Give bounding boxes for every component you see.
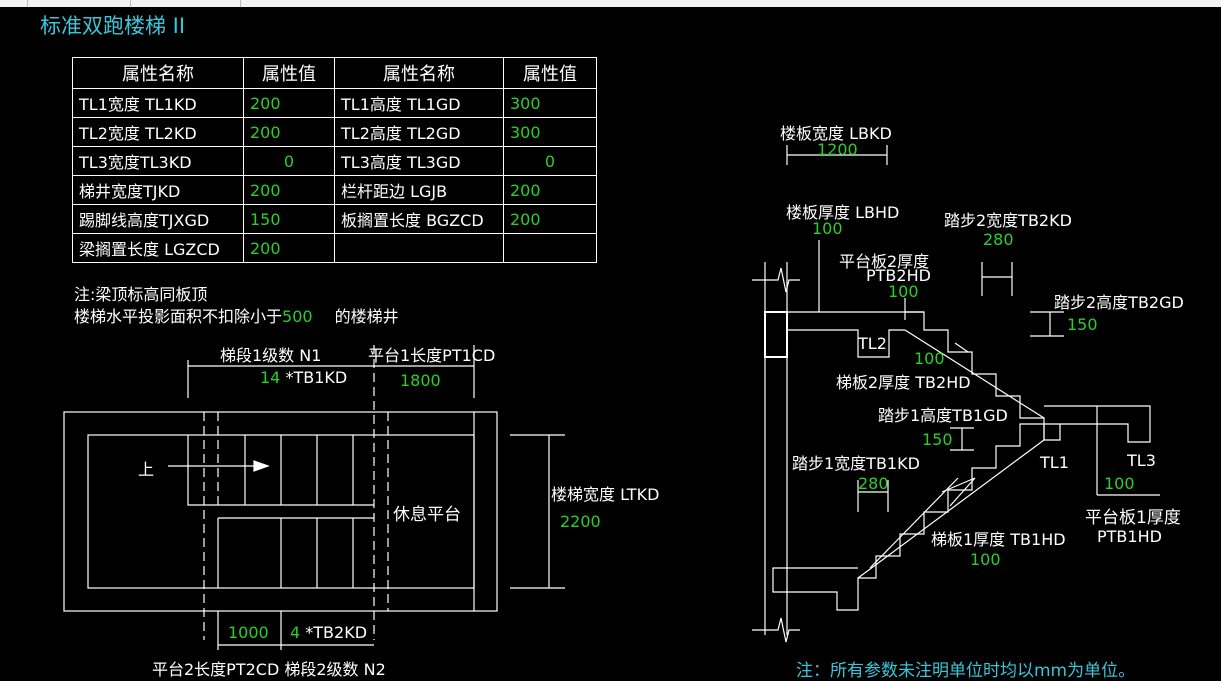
width-value[interactable]: 2200 — [560, 512, 601, 531]
table-row: 踢脚线高度TJXGD 150 板搁置长度 BGZCD 200 — [72, 204, 597, 234]
prop-value[interactable]: 200 — [243, 88, 335, 118]
note-beam-top: 注:梁顶标高同板顶 — [74, 285, 208, 304]
prop-name: 栏杆距边 LGJB — [334, 175, 504, 205]
note-projection-suffix: 的楼梯井 — [334, 307, 399, 326]
prop-name: TL2宽度 TL2KD — [72, 117, 244, 147]
tl3-label: TL3 — [1127, 451, 1156, 470]
n1-label: 梯段1级数 N1 — [220, 346, 322, 365]
upper-platform-bottom-tl2 — [787, 329, 905, 358]
prop-name: TL3宽度TL3KD — [72, 146, 244, 176]
tl1-label: TL1 — [1040, 453, 1069, 472]
flight2-soffit — [904, 329, 1045, 419]
prop-name: TL2高度 TL2GD — [334, 117, 504, 147]
flight1-outline — [187, 435, 374, 506]
n2-value[interactable]: 4 — [290, 623, 301, 642]
prop-value[interactable] — [503, 233, 597, 263]
pt1-label: 平台1长度PT1CD — [368, 346, 496, 365]
n2-unit: *TB2KD — [305, 623, 368, 642]
flight1-steps — [772, 423, 1044, 611]
n1-expr: 14 *TB1KD — [260, 368, 347, 387]
slab-end-block — [764, 311, 788, 358]
leader-tb2hd — [954, 342, 969, 353]
property-table: 属性名称 属性值 属性名称 属性值 TL1宽度 TL1KD 200 TL1高度 … — [72, 57, 597, 263]
tb2gd-label: 踏步2高度TB2GD — [1054, 293, 1184, 312]
prop-value[interactable]: 300 — [503, 88, 597, 118]
note-projection: 楼梯水平投影面积不扣除小于500 的楼梯井 — [74, 303, 399, 327]
tl1-beam — [1043, 424, 1061, 441]
prop-value[interactable]: 200 — [243, 117, 335, 147]
tb1gd-value[interactable]: 150 — [922, 430, 953, 449]
break-mark-bottom — [752, 617, 800, 643]
n1-unit: *TB1KD — [285, 368, 348, 387]
tb1gd-label: 踏步1高度TB1GD — [878, 406, 1008, 425]
up-arrow-head — [253, 460, 270, 472]
window-top-strip — [0, 0, 1221, 7]
pt2-value[interactable]: 1000 — [228, 623, 269, 642]
flight1-soffit-2 — [869, 477, 959, 569]
flight2-steps — [905, 311, 1045, 440]
ptb2-label-1: 平台板2厚度 — [839, 252, 930, 271]
prop-name — [334, 233, 504, 263]
table-row: TL2宽度 TL2KD 200 TL2高度 TL2GD 300 — [72, 117, 597, 147]
flight1-thickness-arrow — [941, 477, 976, 507]
flight2-outline — [217, 517, 374, 588]
lbkd-label: 楼板宽度 LBKD — [780, 124, 892, 143]
prop-name: TL3高度 TL3GD — [334, 146, 504, 176]
tb2hd-label: 梯板2厚度 TB2HD — [836, 373, 971, 392]
ptb1-label-1: 平台板1厚度 — [1085, 508, 1181, 528]
prop-value[interactable]: 150 — [243, 204, 335, 234]
prop-value[interactable]: 0 — [503, 146, 597, 176]
tb1kd-label: 踏步1宽度TB1KD — [792, 454, 920, 473]
prop-value[interactable]: 200 — [243, 233, 335, 263]
tb2kd-value[interactable]: 280 — [983, 230, 1014, 249]
tb2kd-label: 踏步2宽度TB2KD — [944, 211, 1072, 230]
plan-dashed-lines — [203, 345, 389, 640]
table-row: 梁搁置长度 LGZCD 200 — [72, 233, 597, 263]
width-label: 楼梯宽度 LTKD — [551, 485, 660, 504]
break-mark-top — [752, 267, 800, 293]
table-row: TL1宽度 TL1KD 200 TL1高度 TL1GD 300 — [72, 88, 597, 118]
lower-landing — [1044, 405, 1151, 443]
prop-name: TL1宽度 TL1KD — [72, 88, 244, 118]
ptb2-value[interactable]: 100 — [888, 282, 919, 301]
table-row: 梯井宽度TJKD 200 栏杆距边 LGJB 200 — [72, 175, 597, 205]
tb1kd-value[interactable]: 280 — [858, 474, 889, 493]
lbkd-value[interactable]: 1200 — [817, 140, 858, 159]
tb1hd-label: 梯板1厚度 TB1HD — [931, 530, 1066, 549]
pt1-value[interactable]: 1800 — [400, 371, 441, 390]
n2-expr: 4 *TB2KD — [290, 623, 367, 642]
tb2gd-value[interactable]: 150 — [1067, 315, 1098, 334]
prop-value[interactable]: 200 — [503, 175, 597, 205]
note-projection-text: 楼梯水平投影面积不扣除小于 — [74, 307, 283, 326]
rest-platform-label: 休息平台 — [393, 505, 461, 525]
up-label: 上 — [138, 460, 155, 479]
lbhd-label: 楼板厚度 LBHD — [786, 203, 900, 222]
prop-name: 梁搁置长度 LGZCD — [72, 233, 244, 263]
ptb1-value[interactable]: 100 — [1104, 474, 1135, 493]
table-row: TL3宽度TL3KD 0 TL3高度 TL3GD 0 — [72, 146, 597, 176]
tb1hd-value[interactable]: 100 — [970, 550, 1001, 569]
plan-bottom-label: 平台2长度PT2CD 梯段2级数 N2 — [152, 660, 386, 679]
n1-value[interactable]: 14 — [260, 368, 281, 387]
tl2-label: TL2 — [858, 334, 887, 353]
note-projection-value[interactable]: 500 — [282, 307, 313, 326]
ptb2-label-2: PTB2HD — [866, 266, 931, 285]
tb2hd-value[interactable]: 100 — [914, 349, 945, 368]
plan-treads — [244, 435, 354, 588]
drawing-title: 标准双跑楼梯 II — [40, 14, 186, 38]
flight1-soffit — [857, 439, 1045, 579]
header-name-2: 属性名称 — [334, 57, 504, 89]
ptb1-label-2: PTB1HD — [1097, 527, 1162, 546]
lbhd-value[interactable]: 100 — [812, 219, 843, 238]
prop-name: 梯井宽度TJKD — [72, 175, 244, 205]
